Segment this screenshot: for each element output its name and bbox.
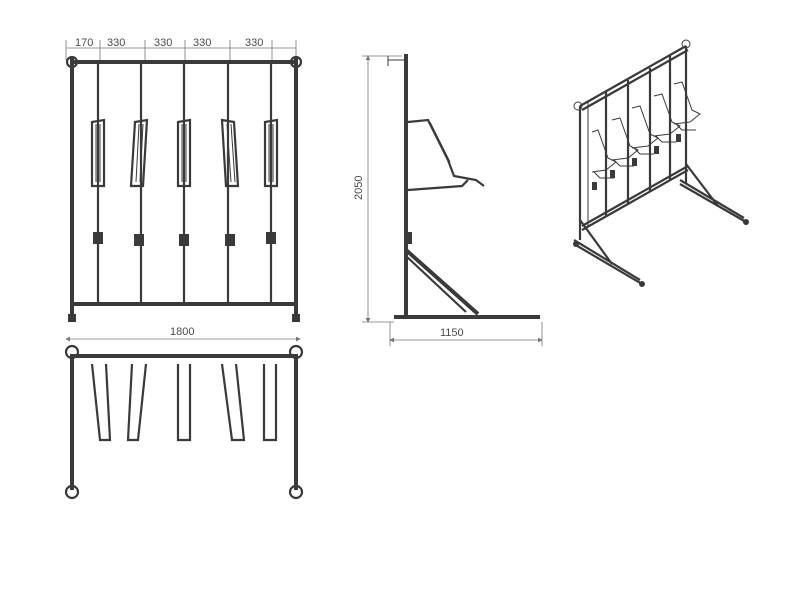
side-holder-upper [407, 118, 485, 187]
top-dimension-chain: 170 330 330 330 330 [65, 37, 297, 60]
iso-holders [591, 81, 701, 190]
front-cap-top-right [289, 55, 303, 69]
isometric-view [573, 39, 749, 287]
dim-depth: 1150 [440, 327, 464, 339]
iso-top-rail [579, 45, 687, 107]
iso-verticals [587, 56, 672, 226]
front-view: 170 330 330 330 330 [65, 37, 303, 322]
front-cap-top-left [65, 55, 79, 69]
front-wheel-holders [90, 118, 279, 246]
front-inner-verticals [96, 64, 273, 304]
top-view-holders [90, 363, 278, 442]
dim-top-1: 170 [75, 37, 93, 49]
iso-left-foot [573, 243, 643, 285]
iso-right-foot [679, 183, 747, 223]
side-view: 2050 1150 [353, 54, 543, 346]
side-brace [404, 248, 480, 316]
dim-top-2: 330 [107, 37, 125, 49]
top-view: 1800 [64, 326, 304, 500]
dim-top-5: 330 [245, 37, 263, 49]
dim-top-4: 330 [193, 37, 211, 49]
front-foot-right [292, 314, 300, 322]
dim-top-3: 330 [154, 37, 172, 49]
dim-height: 2050 [353, 176, 365, 200]
front-foot-left [68, 314, 76, 322]
dim-width: 1800 [170, 326, 194, 338]
